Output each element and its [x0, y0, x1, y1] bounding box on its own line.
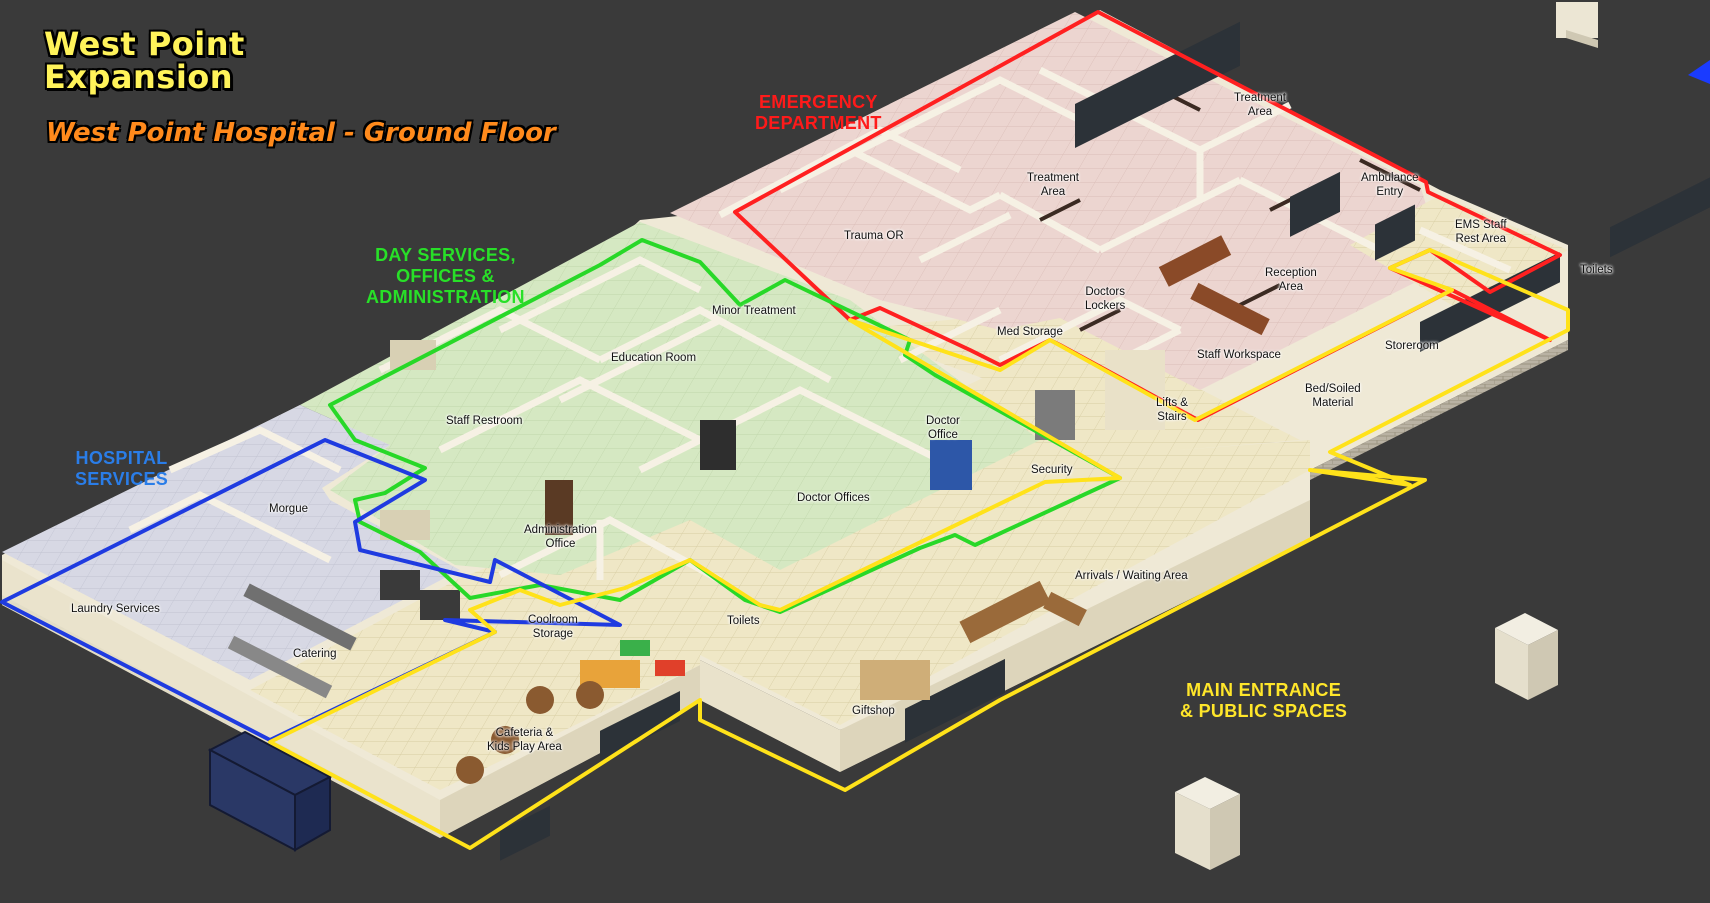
room-label-education-room: Education Room [611, 352, 697, 364]
room-label-giftshop: Giftshop [852, 705, 895, 717]
room-label-trauma-or: Trauma OR [844, 230, 904, 242]
zone-label-day-services: DAY SERVICES, OFFICES & ADMINISTRATION [366, 245, 525, 308]
room-label-morgue: Morgue [269, 503, 308, 515]
room-label-ems-staff-rest: EMS Staff Rest Area [1455, 219, 1507, 245]
room-label-laundry-services: Laundry Services [71, 603, 160, 615]
room-label-doctor-office: Doctor Office [926, 415, 960, 441]
emergency-floor [670, 12, 1440, 390]
map-title-line1: West Point [44, 25, 245, 63]
room-label-bed-soiled: Bed/Soiled Material [1305, 383, 1361, 409]
dumpsters [207, 730, 333, 852]
map-subtitle: West Point Hospital - Ground Floor [46, 118, 556, 148]
room-label-cafeteria: Cafeteria & Kids Play Area [487, 727, 562, 753]
room-label-treatment-area-mid: Treatment Area [1027, 172, 1079, 198]
zone-label-main-entrance: MAIN ENTRANCE & PUBLIC SPACES [1180, 680, 1348, 722]
zone-label-hospital-services: HOSPITAL SERVICES [75, 448, 169, 490]
room-label-treatment-area-top: Treatment Area [1234, 92, 1286, 118]
day-services-floor [300, 222, 1040, 575]
room-label-staff-restroom: Staff Restroom [446, 415, 523, 427]
room-label-minor-treatment: Minor Treatment [712, 305, 796, 317]
room-label-security: Security [1031, 464, 1073, 476]
room-label-toilets-east: Toilets [1580, 264, 1613, 276]
room-label-med-storage: Med Storage [997, 326, 1063, 338]
hospital-services-floor [2, 405, 460, 680]
zone-label-emergency: EMERGENCY DEPARTMENT [755, 92, 882, 134]
room-label-coolroom-storage: Coolroom Storage [528, 614, 578, 640]
emergency-zone-outline [733, 10, 1562, 422]
room-label-doctors-lockers: Doctors Lockers [1085, 286, 1126, 312]
furniture [227, 235, 1270, 784]
interior-walls [128, 66, 1512, 584]
room-label-staff-workspace: Staff Workspace [1197, 349, 1281, 361]
room-label-administration-office: Administration Office [524, 524, 597, 550]
blue-arrow-icon [1688, 60, 1710, 84]
room-label-reception-area: Reception Area [1265, 267, 1317, 293]
room-label-arrivals-waiting: Arrivals / Waiting Area [1075, 570, 1188, 582]
room-label-doctor-offices: Doctor Offices [797, 492, 870, 504]
main-entrance-zone-outline [268, 248, 1570, 850]
room-label-toilets-center: Toilets [727, 615, 760, 627]
day-services-zone-outline [328, 238, 1122, 614]
map-title-line2: Expansion [44, 58, 234, 96]
room-label-storeroom: Storeroom [1385, 340, 1439, 352]
room-label-catering: Catering [293, 648, 337, 660]
facade-windows [500, 21, 1710, 861]
zone-outlines [0, 10, 1570, 850]
exterior-pillars [1175, 2, 1598, 870]
room-label-lifts-stairs: Lifts & Stairs [1156, 397, 1188, 423]
room-label-ambulance-entry: Ambulance Entry [1361, 172, 1419, 198]
map-title: West Point Expansion [44, 28, 245, 94]
